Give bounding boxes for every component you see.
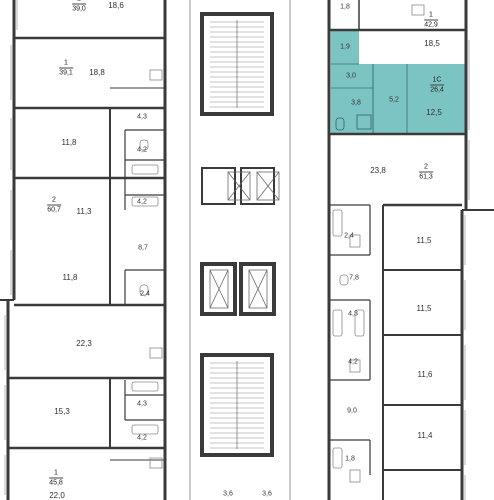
room-area: 11,5 — [416, 236, 432, 245]
room-area: 2,4 — [344, 232, 354, 240]
left-windows — [4, 0, 18, 495]
apartment-area: 42,9 — [424, 21, 438, 29]
room-area: 11,6 — [417, 370, 433, 379]
room-area: 18,8 — [89, 68, 105, 77]
room-area: 2,4 — [140, 290, 150, 298]
room-area: 22,0 — [49, 491, 65, 500]
room-area: 11,8 — [61, 138, 77, 147]
right-windows — [464, 40, 470, 500]
apartment-area: 26,4 — [430, 86, 444, 94]
room-area: 4,2 — [137, 198, 147, 206]
room-area: 3,6 — [262, 490, 272, 498]
apartment-badge-4[interactable]: 1 45,8 — [49, 470, 63, 487]
apartment-number: 1 — [59, 60, 73, 69]
apartment-area: 39,1 — [59, 69, 73, 77]
apartment-badge-3[interactable]: 2 60,7 — [47, 197, 61, 214]
room-area: 1,9 — [340, 43, 350, 51]
room-area: 4,2 — [137, 146, 147, 154]
apartment-badge-1[interactable]: 1 39,0 — [72, 0, 86, 13]
room-area: 11,3 — [76, 207, 92, 216]
apartment-area: 45,8 — [49, 479, 63, 487]
apartment-area: 60,7 — [47, 206, 61, 214]
room-area: 8,7 — [138, 244, 148, 252]
highlighted-apartment[interactable] — [331, 30, 466, 134]
room-area: 22,3 — [76, 339, 92, 348]
room-area: 4,2 — [348, 358, 358, 366]
apartment-badge-6[interactable]: 1С 26,4 — [430, 77, 444, 94]
apartment-badge-2[interactable]: 1 39,1 — [59, 60, 73, 77]
room-area: 18,6 — [108, 1, 124, 10]
right-fixtures — [332, 4, 425, 483]
room-area: 4,3 — [137, 400, 147, 408]
room-area: 1,8 — [340, 3, 350, 11]
room-area: 15,3 — [54, 407, 70, 416]
room-area: 4,3 — [348, 310, 358, 318]
apartment-number: 1 — [72, 0, 86, 5]
room-area: 3,6 — [223, 490, 233, 498]
room-area: 18,5 — [424, 39, 440, 48]
left-building — [0, 0, 167, 500]
stair-treads — [210, 20, 264, 449]
room-area: 4,2 — [137, 434, 147, 442]
apartment-area: 61,3 — [419, 173, 433, 181]
apartment-number: 2 — [47, 197, 61, 206]
right-building — [327, 0, 494, 500]
apartment-area: 39,0 — [72, 5, 86, 13]
room-area: 7,8 — [349, 274, 359, 282]
apartment-badge-7[interactable]: 2 61,3 — [419, 164, 433, 181]
apartment-number: 1 — [424, 12, 438, 21]
room-area: 3,0 — [346, 72, 356, 80]
room-area: 3,8 — [351, 99, 361, 107]
room-area: 23,8 — [370, 166, 386, 175]
room-area: 1,8 — [345, 455, 355, 463]
central-core — [189, 0, 291, 500]
apartment-badge-5[interactable]: 1 42,9 — [424, 12, 438, 29]
left-fixtures — [131, 69, 163, 469]
apartment-number: 2 — [419, 164, 433, 173]
room-area: 12,5 — [426, 108, 442, 117]
room-area: 11,8 — [62, 273, 78, 282]
room-area: 5,2 — [389, 96, 399, 104]
apartment-number: 1 — [49, 470, 63, 479]
apartment-number: 1С — [430, 77, 444, 86]
room-area: 9,0 — [347, 407, 357, 415]
room-area: 11,4 — [417, 431, 433, 440]
room-area: 4,3 — [137, 113, 147, 121]
elevator-shafts — [209, 171, 280, 309]
room-area: 11,5 — [416, 304, 432, 313]
